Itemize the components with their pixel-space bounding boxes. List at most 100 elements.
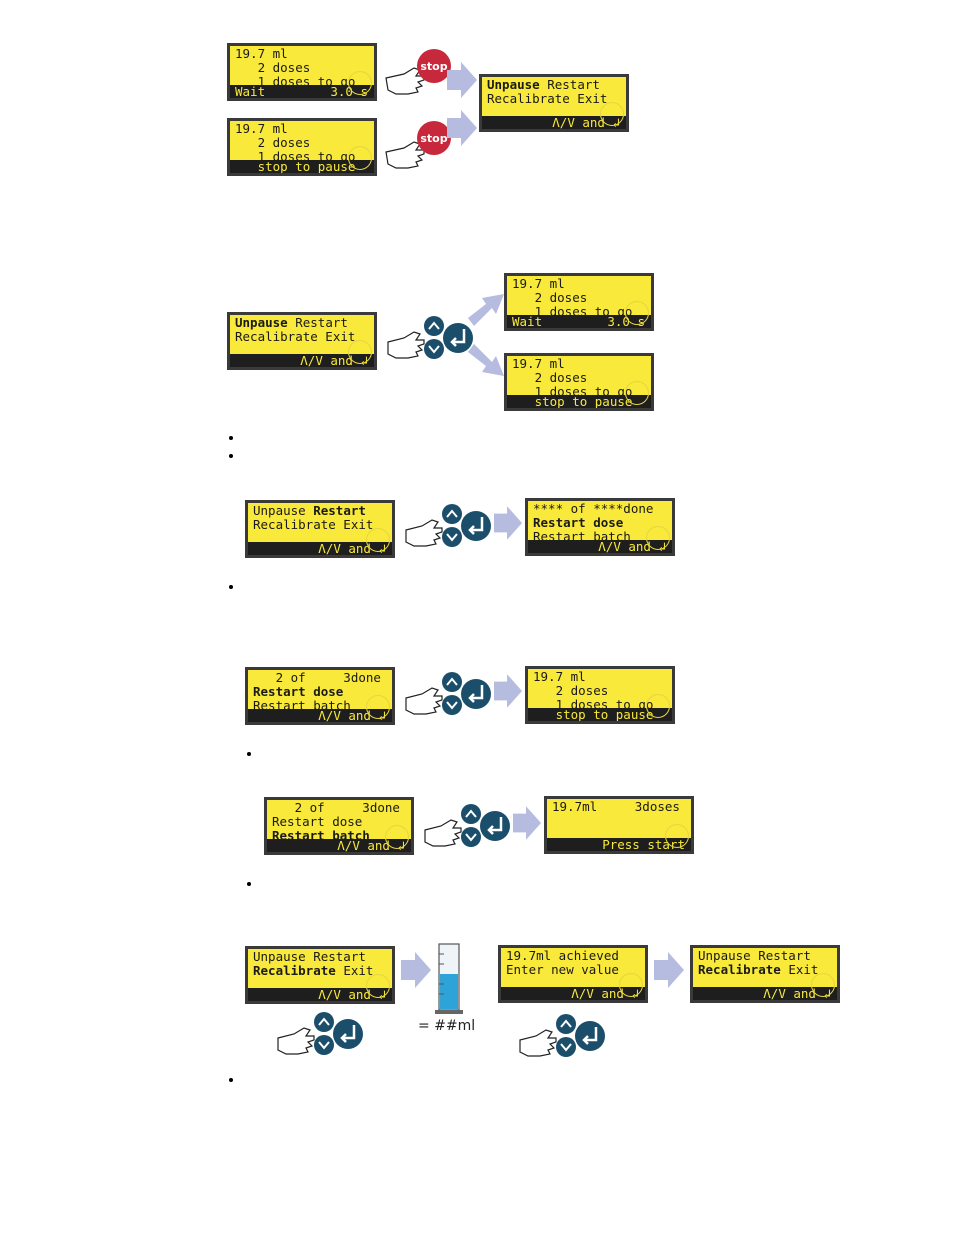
arrow-down-right-icon	[468, 344, 504, 376]
lcd-status-bar: Λ/V and ↲	[528, 540, 672, 553]
arrow-right-icon	[447, 62, 477, 98]
lcd-status-left: Wait	[235, 84, 266, 99]
arrow-right-icon	[494, 674, 522, 708]
lcd-status-bar: stop to pause	[507, 395, 651, 408]
lcd-status-bar: stop to pause	[230, 160, 374, 173]
lcd-line: 19.7ml 3doses	[552, 799, 680, 814]
lcd-line: Unpause Restart	[487, 77, 600, 92]
hand-nav-buttons-icon	[424, 804, 510, 847]
arrow-up-right-icon	[468, 294, 504, 326]
bullet	[229, 454, 233, 458]
lcd-status-bar: Λ/V and ↲	[482, 116, 626, 129]
lcd-line: 19.7 ml	[512, 356, 565, 371]
lcd-status-left: Wait	[512, 314, 543, 329]
lcd-recalibrate-screen: 19.7ml achieved Enter new value Λ/V and …	[498, 945, 648, 1003]
dial-icon	[348, 146, 372, 170]
hand-nav-buttons-icon	[405, 672, 491, 715]
lcd-line: 19.7 ml	[235, 46, 288, 61]
lcd-line: 2 doses	[235, 60, 311, 75]
lcd-status-left: stop to pause	[512, 394, 633, 409]
lcd-restart-screen: 2 of 3done Restart dose Restart batch Λ/…	[264, 797, 414, 855]
dial-icon	[366, 695, 390, 719]
lcd-line: Restart dose	[272, 814, 363, 829]
lcd-line: Recalibrate Exit	[698, 962, 819, 977]
lcd-status-bar: Λ/V and ↲	[248, 988, 392, 1001]
lcd-line: 2 doses	[512, 290, 588, 305]
dial-icon	[646, 526, 670, 550]
lcd-pause-screen: 19.7 ml 2 doses 1 doses to go stop to pa…	[525, 666, 675, 724]
hand-nav-buttons-icon	[387, 316, 473, 359]
dial-icon	[348, 340, 372, 364]
lcd-restart-screen: 2 of 3done Restart dose Restart batch Λ/…	[245, 667, 395, 725]
arrow-right-icon	[513, 806, 541, 840]
lcd-menu-screen: Unpause Restart Recalibrate Exit Λ/V and…	[245, 946, 395, 1004]
lcd-press-start-screen: 19.7ml 3doses Press start	[544, 796, 694, 854]
hand-nav-buttons-icon	[405, 504, 491, 547]
arrow-right-icon	[654, 952, 684, 988]
lcd-line: 2 doses	[533, 683, 609, 698]
measuring-cylinder-icon	[435, 943, 463, 1014]
lcd-menu-screen: Unpause Restart Recalibrate Exit Λ/V and…	[227, 312, 377, 370]
arrow-right-icon	[401, 952, 431, 988]
bullet	[229, 1078, 233, 1082]
dial-icon	[600, 102, 624, 126]
lcd-line: Recalibrate Exit	[253, 517, 374, 532]
bullet	[229, 585, 233, 589]
lcd-line: Recalibrate Exit	[487, 91, 608, 106]
lcd-line: 2 doses	[512, 370, 588, 385]
lcd-status-bar: Λ/V and ↲	[501, 987, 645, 1000]
dial-icon	[366, 974, 390, 998]
bullet	[247, 752, 251, 756]
measure-caption: = ##ml	[418, 1018, 476, 1034]
stop-button-label: stop	[420, 60, 447, 73]
arrow-right-icon	[447, 110, 477, 146]
lcd-line: Recalibrate Exit	[253, 963, 374, 978]
lcd-line: Recalibrate Exit	[235, 329, 356, 344]
lcd-menu-screen: Unpause Restart Recalibrate Exit Λ/V and…	[690, 945, 840, 1003]
lcd-line: 19.7 ml	[235, 121, 288, 136]
bullet	[247, 882, 251, 886]
lcd-status-left: stop to pause	[235, 159, 356, 174]
lcd-pause-screen: 19.7 ml 2 doses 1 doses to go stop to pa…	[227, 118, 377, 176]
hand-nav-buttons-icon	[519, 1014, 605, 1057]
lcd-line: Unpause Restart	[698, 948, 811, 963]
lcd-menu-screen: Unpause Restart Recalibrate Exit Λ/V and…	[479, 74, 629, 132]
lcd-status-bar: stop to pause	[528, 708, 672, 721]
dial-icon	[625, 381, 649, 405]
hand-stop-icon: stop	[385, 121, 451, 169]
lcd-line: Unpause Restart	[253, 503, 366, 518]
stop-button-label: stop	[420, 132, 447, 145]
lcd-line: 19.7 ml	[533, 669, 586, 684]
lcd-line: Unpause Restart	[253, 949, 366, 964]
lcd-pause-screen: 19.7 ml 2 doses 1 doses to go stop to pa…	[504, 353, 654, 411]
lcd-line: Restart dose	[533, 515, 624, 530]
lcd-menu-screen: Unpause Restart Recalibrate Exit Λ/V and…	[245, 500, 395, 558]
bullet	[229, 436, 233, 440]
dial-icon	[625, 301, 649, 325]
lcd-line: 19.7 ml	[512, 276, 565, 291]
lcd-restart-screen: **** of ****done Restart dose Restart ba…	[525, 498, 675, 556]
hand-nav-buttons-icon	[277, 1012, 363, 1055]
lcd-line: 2 doses	[235, 135, 311, 150]
arrow-right-icon	[494, 506, 522, 540]
lcd-status-left: stop to pause	[533, 707, 654, 722]
lcd-line: 2 of 3done	[253, 670, 381, 685]
dial-icon	[348, 71, 372, 95]
hand-stop-icon: stop	[385, 49, 451, 95]
lcd-line: **** of ****done	[533, 501, 654, 516]
lcd-line: Unpause Restart	[235, 315, 348, 330]
lcd-line: 19.7ml achieved	[506, 948, 619, 963]
dial-icon	[646, 694, 670, 718]
dial-icon	[619, 973, 643, 997]
dial-icon	[366, 528, 390, 552]
lcd-line: Restart dose	[253, 684, 344, 699]
lcd-line: Enter new value	[506, 962, 619, 977]
dial-icon	[385, 825, 409, 849]
dial-icon	[811, 973, 835, 997]
dial-icon	[665, 824, 689, 848]
lcd-line: 2 of 3done	[272, 800, 400, 815]
